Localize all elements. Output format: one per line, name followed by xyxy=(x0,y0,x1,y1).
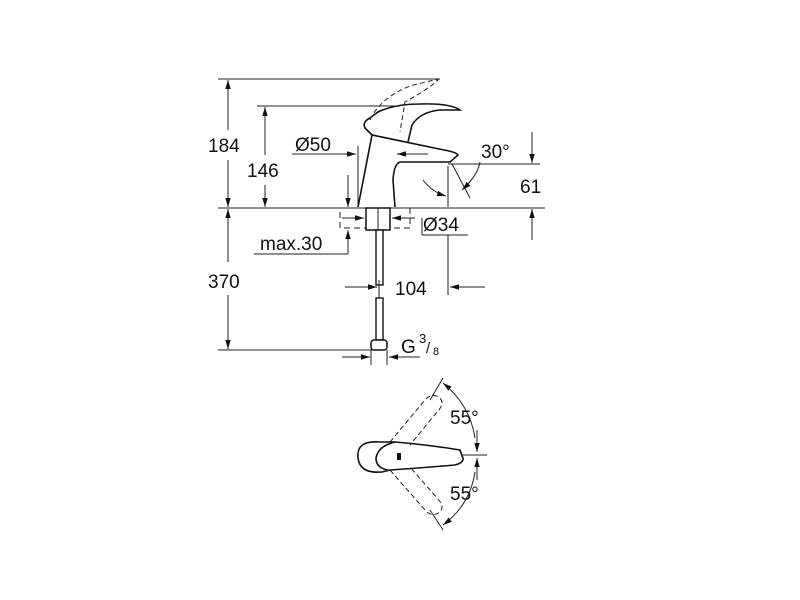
up-angle-arc xyxy=(442,382,476,439)
dim-g38-numerator: 3 xyxy=(419,331,426,346)
dim-184-label: 184 xyxy=(208,136,240,157)
up-angle-ext xyxy=(429,377,444,401)
dim-61-label: 61 xyxy=(520,177,541,198)
dim-55deg-up-label: 55° xyxy=(450,408,479,429)
angle-arrow-left xyxy=(422,179,447,197)
dim-146-label: 146 xyxy=(247,161,279,182)
side-view: 184 146 Ø50 30° 61 Ø34 xyxy=(208,78,545,365)
dim-370-label: 370 xyxy=(208,272,240,293)
dim-g38-denominator: 8 xyxy=(433,346,439,358)
lever-top-view xyxy=(357,441,464,474)
lever-rotated-up xyxy=(389,394,443,446)
spout-angle-line xyxy=(451,163,471,199)
faucet-lever-raised xyxy=(369,79,439,133)
down-angle-arc xyxy=(442,471,476,526)
dim-g38-slash: / xyxy=(426,340,431,357)
lever-rotated-down xyxy=(389,466,443,516)
down-angle-ext xyxy=(429,509,444,531)
dim-d34-label: Ø34 xyxy=(423,215,459,236)
hose-upper xyxy=(375,229,384,286)
angle-arrow-right xyxy=(461,161,481,191)
dim-104-label: 104 xyxy=(395,279,427,300)
dim-30deg-label: 30° xyxy=(481,142,510,163)
faucet-body xyxy=(357,134,460,208)
dim-55deg-down-label: 55° xyxy=(450,484,479,505)
hose-lower xyxy=(375,297,384,341)
top-view: 55° 55° xyxy=(357,377,487,531)
dim-g38-label: G xyxy=(401,337,416,358)
dim-max30-label: max.30 xyxy=(260,234,322,255)
faucet-lever xyxy=(363,103,463,143)
hose-connector xyxy=(370,339,388,351)
indicator-mark xyxy=(397,453,401,460)
lever-base-arc xyxy=(375,441,396,471)
dim-d50-label: Ø50 xyxy=(295,135,331,156)
